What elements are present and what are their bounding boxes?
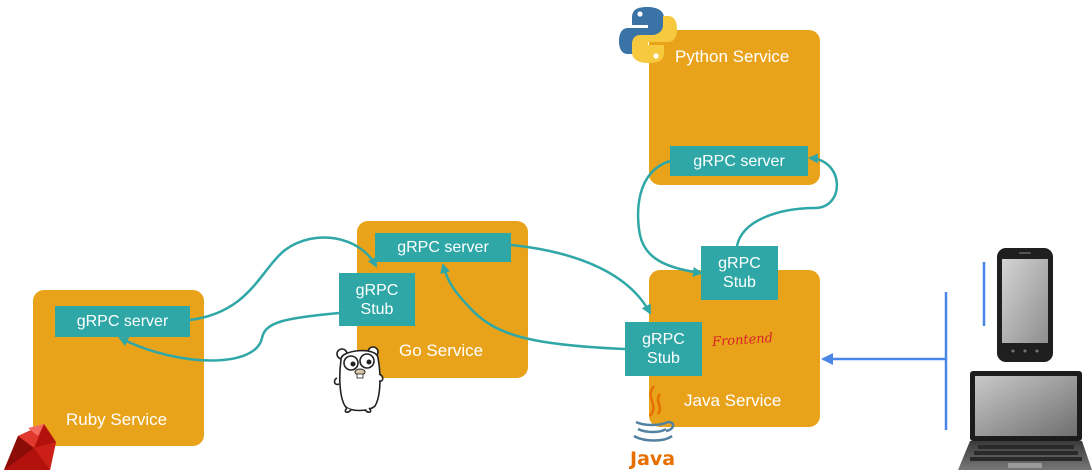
ruby-icon bbox=[4, 424, 56, 470]
python-service-label: Python Service bbox=[675, 47, 790, 66]
java-icon bbox=[633, 385, 675, 442]
go-gopher-icon bbox=[333, 346, 384, 413]
java-grpc-stub-top: gRPC Stub bbox=[701, 246, 778, 300]
connector-java-stub-to-go bbox=[440, 263, 626, 351]
java-grpc-stub-bottom-line1: gRPC bbox=[642, 331, 685, 348]
connector-java-stub-to-python bbox=[735, 153, 839, 247]
connector-ruby-to-go-server bbox=[189, 236, 378, 322]
java-grpc-stub-top-line2: Stub bbox=[723, 274, 756, 291]
go-grpc-server: gRPC server bbox=[375, 233, 511, 262]
go-grpc-server-label: gRPC server bbox=[397, 239, 489, 256]
ruby-service-label: Ruby Service bbox=[66, 410, 168, 429]
java-grpc-stub-bottom: gRPC Stub bbox=[625, 322, 702, 376]
ruby-grpc-server: gRPC server bbox=[55, 306, 190, 337]
ruby-grpc-server-label: gRPC server bbox=[76, 313, 169, 330]
python-grpc-server-label: gRPC server bbox=[693, 152, 785, 170]
java-logo-text: Java bbox=[630, 448, 676, 470]
java-service-label: Java Service bbox=[684, 391, 782, 410]
go-service-label: Go Service bbox=[399, 341, 484, 360]
java-grpc-stub-bottom-line2: Stub bbox=[647, 350, 680, 367]
smartphone-icon bbox=[997, 248, 1053, 362]
connector-python-to-java-stub bbox=[636, 159, 703, 277]
laptop-icon bbox=[958, 371, 1092, 470]
connector-go-stub-to-ruby bbox=[118, 311, 340, 362]
python-grpc-server: gRPC server bbox=[670, 146, 808, 176]
connector-go-server-to-java bbox=[510, 243, 652, 315]
java-grpc-stub-top-line1: gRPC bbox=[718, 255, 761, 272]
python-icon bbox=[619, 7, 677, 63]
go-grpc-stub-line2: Stub bbox=[360, 300, 394, 318]
go-grpc-stub-line1: gRPC bbox=[355, 281, 399, 299]
go-grpc-stub: gRPC Stub bbox=[339, 273, 415, 326]
